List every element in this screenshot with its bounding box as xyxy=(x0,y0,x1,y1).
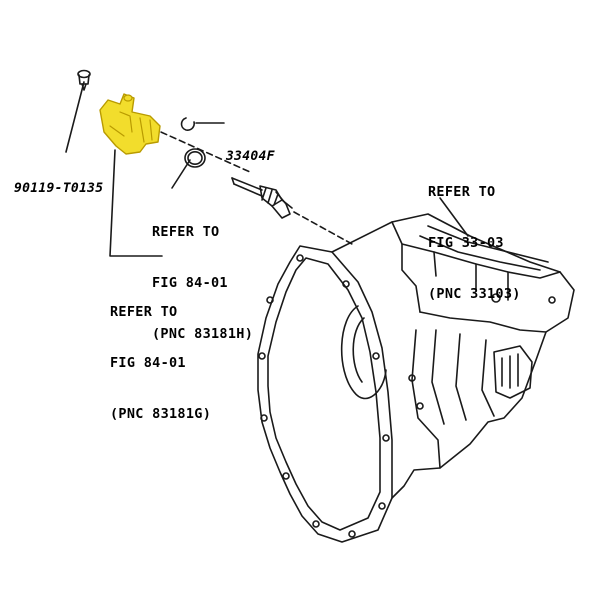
gear-reference-callout: REFER TO FIG 84-01 (PNC 83181H) xyxy=(152,190,253,377)
case-reference-callout: REFER TO FIG 33-03 (PNC 33103) xyxy=(428,150,521,337)
callout-line: REFER TO xyxy=(110,304,178,320)
callout-line: REFER TO xyxy=(152,224,220,240)
clip-icon xyxy=(180,117,195,131)
callout-line: (PNC 83181H) xyxy=(152,326,254,342)
callout-line: (PNC 83181G) xyxy=(110,406,212,422)
sensor-leader xyxy=(109,149,163,257)
bolt-icon xyxy=(77,69,91,91)
gear-leader xyxy=(171,159,191,189)
callout-line: (PNC 33103) xyxy=(428,286,521,302)
callout-line: FIG 84-01 xyxy=(110,355,186,371)
o-ring-icon xyxy=(184,148,206,168)
callout-line: REFER TO xyxy=(428,184,496,200)
speed-sensor-icon xyxy=(99,93,161,155)
clip-part-number: 33404F xyxy=(226,149,275,164)
callout-line: FIG 33-03 xyxy=(428,235,504,251)
sensor-reference-callout: REFER TO FIG 84-01 (PNC 83181G) xyxy=(110,270,211,457)
callout-line: FIG 84-01 xyxy=(152,275,228,291)
case-leader xyxy=(439,197,469,237)
bolt-part-number: 90119-T0135 xyxy=(14,181,104,196)
driven-gear-icon xyxy=(231,177,293,219)
bolt-leader xyxy=(65,81,85,153)
transmission-case-icon xyxy=(257,213,575,543)
